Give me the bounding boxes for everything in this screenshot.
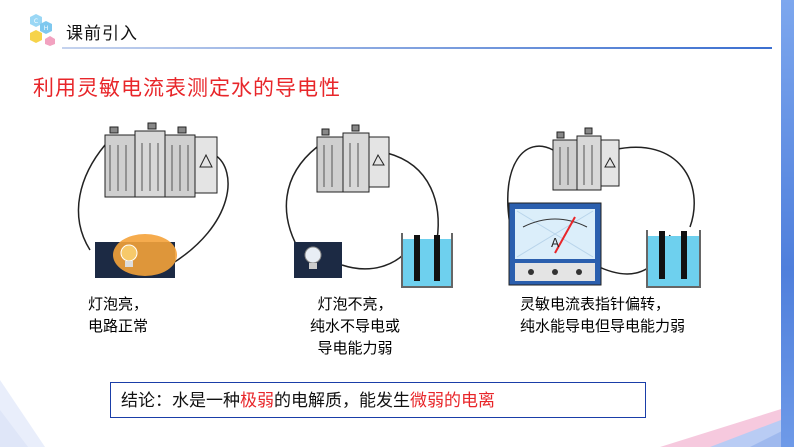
beaker-icon	[646, 230, 701, 288]
caption-line: 灯泡亮，	[88, 295, 149, 313]
header-divider	[62, 47, 772, 49]
unlit-bulb-icon	[294, 242, 342, 278]
caption-line: 纯水不导电或	[310, 317, 401, 335]
experiment-2-caption: 灯泡不亮， 纯水不导电或 导电能力弱	[310, 293, 400, 359]
experiment-1-figure	[77, 122, 229, 278]
conclusion-part-1: 结论：水是一种	[121, 391, 240, 411]
beaker-icon	[401, 233, 453, 288]
meter-label: A	[551, 236, 560, 250]
wire-left	[77, 144, 106, 251]
wire-left	[507, 145, 554, 226]
conclusion-part-2: 的电解质，能发生	[274, 391, 410, 411]
caption-line: 灵敏电流表指针偏转，	[520, 295, 671, 313]
experiment-3-caption: 灵敏电流表指针偏转， 纯水能导电但导电能力弱	[520, 293, 685, 337]
galvanometer-icon: A	[508, 202, 602, 286]
right-accent-bar	[781, 0, 794, 447]
caption-line: 导电能力弱	[317, 339, 393, 357]
experiment-2-figure	[285, 124, 453, 288]
main-title: 利用灵敏电流表测定水的导电性	[33, 76, 341, 100]
wire-right	[386, 152, 439, 241]
caption-line: 纯水能导电但导电能力弱	[520, 317, 686, 335]
logo-letter-c: C	[34, 18, 38, 25]
decor-bottom-left	[0, 380, 45, 447]
header-title: 课前引入	[66, 24, 138, 44]
battery-icon	[104, 122, 218, 198]
battery-icon	[552, 127, 620, 191]
experiment-1-caption: 灯泡亮， 电路正常	[88, 293, 148, 337]
wire-left	[285, 146, 318, 256]
wire-right	[169, 154, 229, 266]
caption-line: 电路正常	[88, 317, 149, 335]
decor-bottom-right	[660, 405, 794, 447]
battery-icon	[316, 124, 390, 193]
conclusion-highlight-1: 极弱	[240, 391, 274, 411]
chemistry-logo-icon: C H	[30, 14, 55, 46]
conclusion-box: 结论：水是一种极弱的电解质，能发生微弱的电离	[110, 382, 646, 418]
logo-letter-h: H	[44, 25, 49, 32]
header: C H 课前引入	[0, 0, 794, 49]
experiment-3-figure: A	[507, 127, 701, 288]
caption-line: 灯泡不亮，	[317, 295, 393, 313]
wire-right	[612, 146, 695, 228]
lit-bulb-icon	[95, 234, 177, 278]
conclusion-highlight-2: 微弱的电离	[410, 391, 495, 411]
